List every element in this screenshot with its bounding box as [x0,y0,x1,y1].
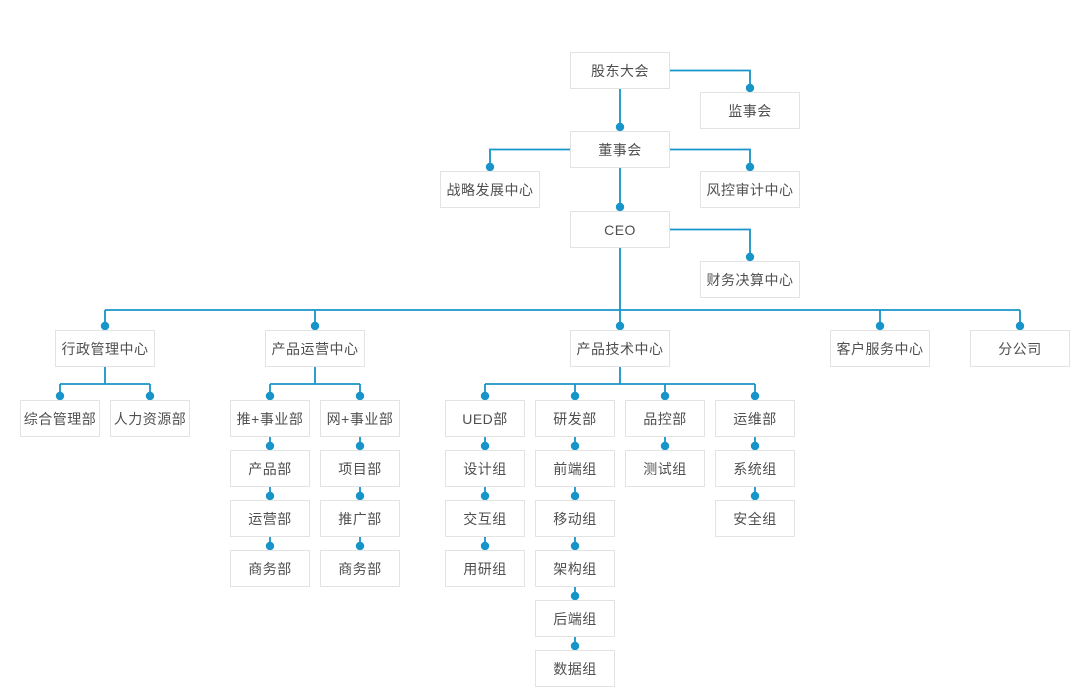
junction-dot [355,541,365,551]
org-node-swb2: 商务部 [320,550,400,587]
junction-dot [745,162,755,172]
junction-dot [355,491,365,501]
org-node-yfb: 研发部 [535,400,615,437]
junction-dot [480,391,490,401]
junction-dot [570,491,580,501]
org-node-sjuz: 数据组 [535,650,615,687]
junction-dot [745,252,755,262]
org-node-cwjs: 财务决算中心 [700,261,800,298]
org-node-tgb: 推广部 [320,500,400,537]
connector-line [670,228,751,257]
org-node-fgs: 分公司 [970,330,1070,367]
org-node-gdh: 股东大会 [570,52,670,89]
connector-line [489,148,570,167]
org-node-aqz: 安全组 [715,500,795,537]
junction-dot [145,391,155,401]
junction-dot [570,591,580,601]
junction-dot [265,441,275,451]
org-node-xmb: 项目部 [320,450,400,487]
junction-dot [355,391,365,401]
org-node-jgz: 架构组 [535,550,615,587]
org-node-jhz: 交互组 [445,500,525,537]
org-node-cpb: 产品部 [230,450,310,487]
junction-dot [55,391,65,401]
org-node-dsh: 董事会 [570,131,670,168]
org-node-khfw: 客户服务中心 [830,330,930,367]
org-node-wsyb: 网+事业部 [320,400,400,437]
junction-dot [660,391,670,401]
junction-dot [570,641,580,651]
connector-line [670,148,751,167]
org-node-xtz: 系统组 [715,450,795,487]
org-node-pkb: 品控部 [625,400,705,437]
org-node-cpjs: 产品技术中心 [570,330,670,367]
junction-dot [615,321,625,331]
org-node-jsh: 监事会 [700,92,800,129]
junction-dot [310,321,320,331]
junction-dot [480,541,490,551]
junction-dot [750,491,760,501]
org-node-tsyb: 推+事业部 [230,400,310,437]
junction-dot [485,162,495,172]
junction-dot [265,491,275,501]
junction-dot [750,441,760,451]
org-node-rlzy: 人力资源部 [110,400,190,437]
junction-dot [1015,321,1025,331]
org-node-yrz: 用研组 [445,550,525,587]
junction-dot [570,541,580,551]
org-node-yyb: 运营部 [230,500,310,537]
junction-dot [265,391,275,401]
junction-dot [660,441,670,451]
org-node-xzgl: 行政管理中心 [55,330,155,367]
junction-dot [265,541,275,551]
org-node-hdz: 后端组 [535,600,615,637]
connector-line [670,69,751,88]
org-node-ued: UED部 [445,400,525,437]
junction-dot [480,441,490,451]
org-node-zhgl: 综合管理部 [20,400,100,437]
junction-dot [745,83,755,93]
org-node-ceo: CEO [570,211,670,248]
junction-dot [355,441,365,451]
junction-dot [750,391,760,401]
junction-dot [615,122,625,132]
org-node-ywb: 运维部 [715,400,795,437]
org-node-csz: 测试组 [625,450,705,487]
org-node-ydz: 移动组 [535,500,615,537]
junction-dot [100,321,110,331]
org-node-sjz: 设计组 [445,450,525,487]
junction-dot [570,391,580,401]
org-node-zlfz: 战略发展中心 [440,171,540,208]
junction-dot [570,441,580,451]
org-node-fksj: 风控审计中心 [700,171,800,208]
org-node-cpyy: 产品运营中心 [265,330,365,367]
org-node-swb1: 商务部 [230,550,310,587]
junction-dot [480,491,490,501]
junction-dot [875,321,885,331]
junction-dot [615,202,625,212]
org-node-qdz: 前端组 [535,450,615,487]
